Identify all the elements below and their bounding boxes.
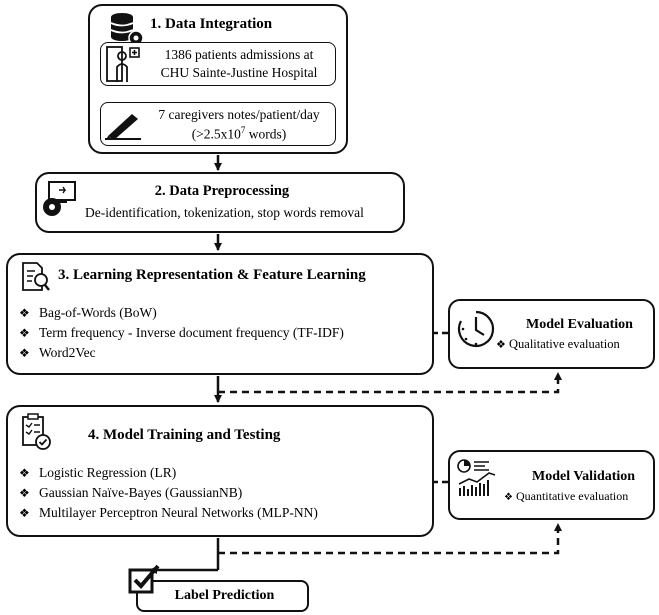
step3-feature-learning-box: 3. Learning Representation & Feature Lea… [6,253,434,375]
list-item-label: Term frequency - Inverse document freque… [39,325,344,340]
word-count-prefix: (>2.5x10 [191,126,241,142]
patients-box: 1386 patients admissions at CHU Sainte-J… [100,42,336,86]
patients-line2: CHU Sainte-Justine Hospital [160,65,318,80]
step2-title: 2. Data Preprocessing [154,183,290,199]
step4-title: 4. Model Training and Testing [88,427,281,443]
clock-icon [457,310,495,348]
word-count-suffix: words) [245,126,287,142]
step2-subtitle: De-identification, tokenization, stop wo… [85,205,364,220]
bullet-icon: ❖ [19,346,30,360]
list-item-label: Logistic Regression (LR) [39,465,177,480]
list-item: ❖ Word2Vec [19,343,344,363]
step3-title: 3. Learning Representation & Feature Lea… [58,267,366,283]
list-item: ❖ Gaussian Naïve-Bayes (GaussianNB) [19,483,318,503]
list-item: ❖ Multilayer Perceptron Neural Networks (… [19,503,318,523]
step1-data-integration-box: 1. Data Integration 1386 patients admiss… [88,4,348,154]
caregiver-notes-box: 7 caregivers notes/patient/day (>2.5x107… [100,102,336,146]
label-prediction-box: Label Prediction [136,580,309,612]
bullet-icon: ❖ [496,339,506,351]
pen-writing-icon [105,114,141,140]
document-search-icon [22,262,50,291]
patient-door-icon [106,46,140,82]
step1-title: 1. Data Integration [150,16,273,32]
step3-list: ❖ Bag-of-Words (BoW) ❖ Term frequency - In… [19,303,344,363]
evaluation-item-label: Qualitative evaluation [509,337,620,351]
bullet-icon: ❖ [19,306,30,320]
clipboard-check-icon [22,413,51,450]
validation-item-label: Quantitative evaluation [515,489,629,503]
list-item-label: Multilayer Perceptron Neural Networks (M… [39,505,318,520]
bullet-icon: ❖ [19,486,30,500]
dashed-evaluation-feedback [218,372,562,394]
bullet-icon: ❖ [504,492,513,503]
evaluation-item: ❖ Qualitative evaluation [496,337,620,352]
list-item: ❖ Bag-of-Words (BoW) [19,303,344,323]
caregiver-notes-line2: (>2.5x107 words) [143,125,335,143]
validation-title: Model Validation [532,469,636,484]
dashed-validation-feedback [218,523,562,555]
prediction-title: Label Prediction [174,588,275,603]
model-evaluation-box: Model Evaluation ❖ Qualitative evaluatio… [448,299,655,369]
evaluation-title: Model Evaluation [526,317,633,332]
step2-data-preprocessing-box: 2. Data Preprocessing De-identification,… [35,172,405,233]
step4-model-training-box: 4. Model Training and Testing ❖ Logistic … [6,405,434,537]
validation-item: ❖ Quantitative evaluation [504,489,628,504]
word-count-exponent: 7 [240,125,246,135]
bullet-icon: ❖ [19,466,30,480]
list-item-label: Word2Vec [39,345,96,360]
list-item: ❖ Term frequency - Inverse document frequ… [19,323,344,343]
list-item-label: Bag-of-Words (BoW) [39,305,157,320]
database-gear-icon [110,13,144,46]
list-item-label: Gaussian Naïve-Bayes (GaussianNB) [39,485,243,500]
monitor-disc-icon [43,181,76,216]
list-item: ❖ Logistic Regression (LR) [19,463,318,483]
bullet-icon: ❖ [19,326,30,340]
bullet-icon: ❖ [19,506,30,520]
patients-line1: 1386 patients admissions at [164,47,314,62]
caregiver-notes-line1: 7 caregivers notes/patient/day [158,107,320,122]
step4-list: ❖ Logistic Regression (LR) ❖ Gaussian Naïv… [19,463,318,523]
model-validation-box: Model Validation ❖ Quantitative evaluati… [448,450,655,520]
analytics-chart-icon [457,459,496,496]
checkbox-icon [128,564,160,594]
